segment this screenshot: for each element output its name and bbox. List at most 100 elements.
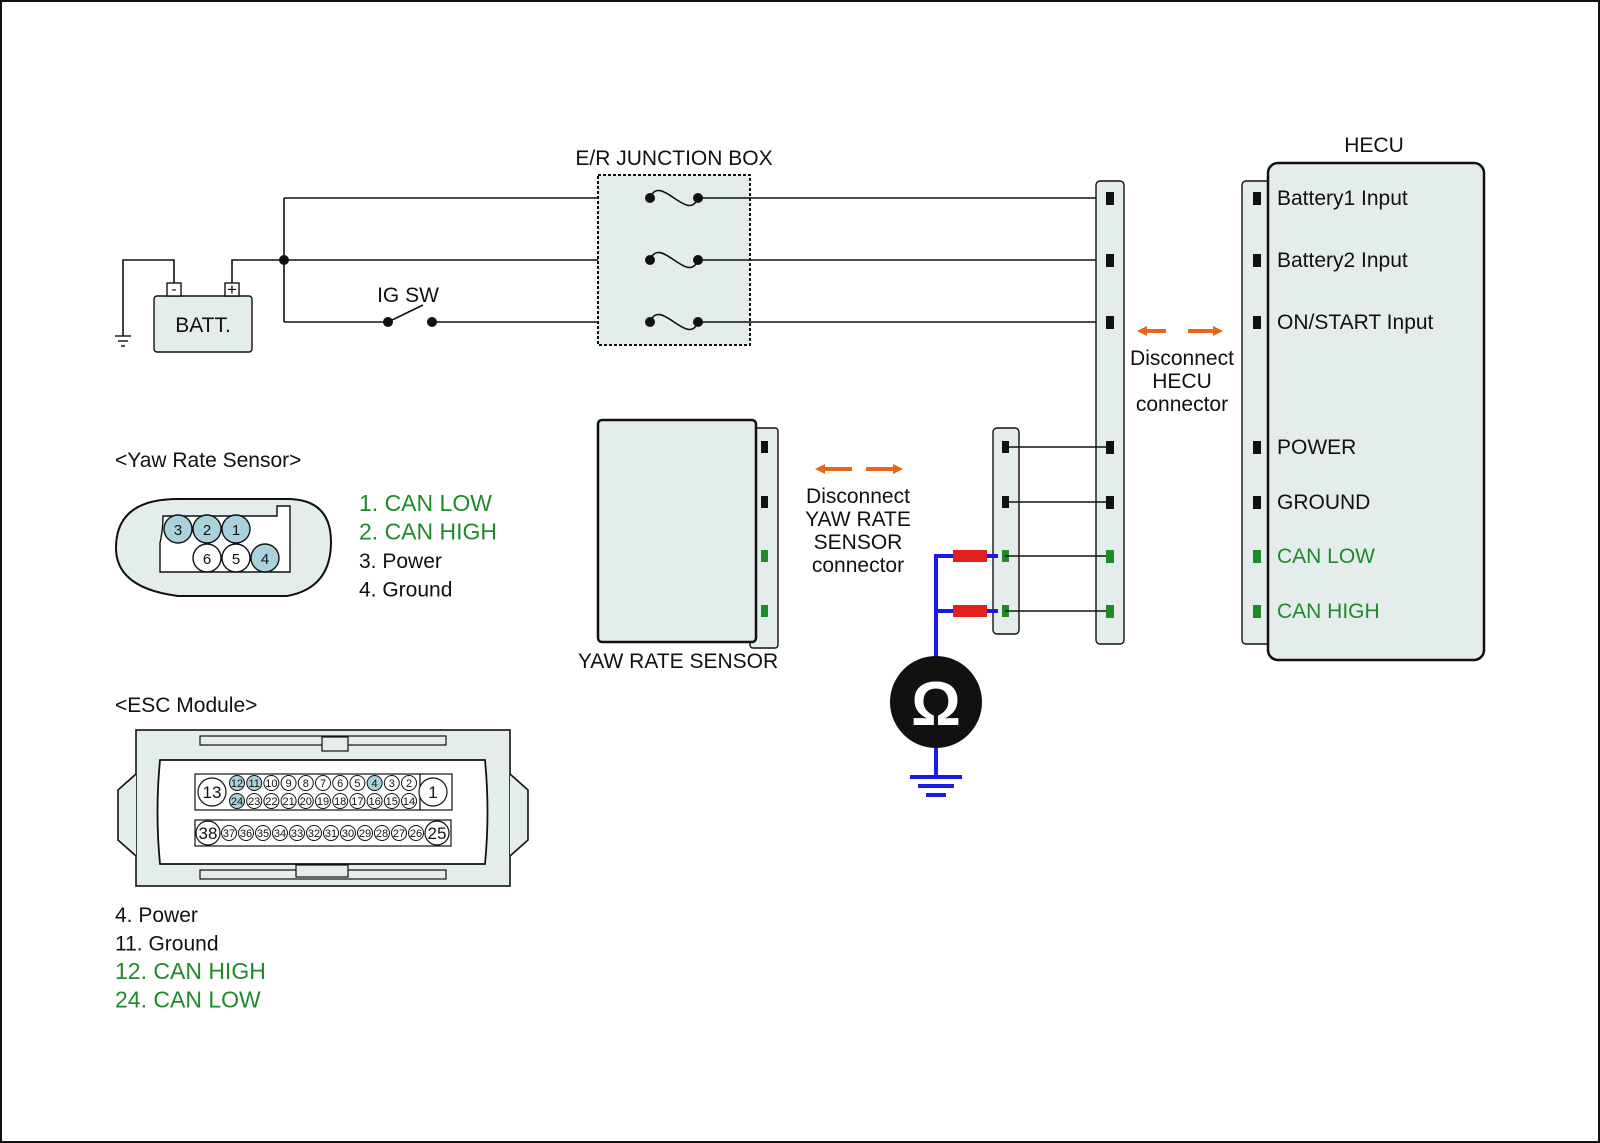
esc-legend-item: 4. Power: [115, 904, 198, 927]
esc-pin: [357, 825, 373, 841]
esc-pin-number: 15: [386, 796, 398, 808]
esc-connector-title: <ESC Module>: [115, 694, 257, 717]
esc-pin-number: 38: [199, 824, 218, 843]
hecu-pin-label: CAN HIGH: [1277, 600, 1380, 623]
hecu-pin-marker: [1253, 605, 1261, 618]
hecu-pin-label: GROUND: [1277, 491, 1370, 514]
yaw-connector-title: <Yaw Rate Sensor>: [115, 449, 301, 472]
esc-pin: [280, 775, 297, 791]
esc-pin-number: 17: [351, 796, 363, 808]
yaw-rate-sensor-label: YAW RATE SENSOR: [578, 650, 778, 673]
esc-pin: [332, 775, 349, 791]
esc-pin-number: 29: [359, 828, 371, 840]
hecu-pin-label: Battery1 Input: [1277, 187, 1408, 210]
hecu-pin-marker: [1253, 254, 1261, 267]
esc-pin-number: 7: [320, 778, 326, 790]
probe-red-2: [953, 605, 987, 617]
esc-pin-number: 4: [372, 778, 378, 790]
esc-pin: [238, 825, 254, 841]
ohmmeter: Ω: [890, 550, 998, 797]
esc-pin-number: 23: [248, 796, 260, 808]
esc-pin: [332, 793, 349, 809]
esc-pin-number: 31: [325, 828, 337, 840]
yaw-pin: [192, 543, 222, 573]
esc-pin: [366, 793, 383, 809]
yaw-legend-item: 3. Power: [359, 550, 442, 573]
disconnect-yaw-line-3: SENSOR: [814, 531, 903, 554]
hecu-harness-connector: [1095, 180, 1125, 645]
esc-pin-number: 10: [265, 778, 277, 790]
hecu-pin-marker: [1253, 496, 1261, 509]
yaw-pin-number: 4: [261, 551, 269, 568]
yaw-pin: [192, 514, 222, 544]
yaw-pin: [221, 514, 251, 544]
esc-pin-number: 36: [240, 828, 252, 840]
ig-switch: IG SW: [377, 284, 439, 327]
esc-pin-number: 27: [393, 828, 405, 840]
esc-pin: [340, 825, 356, 841]
esc-pin: [221, 825, 237, 841]
yaw-pin-number: 2: [203, 522, 211, 539]
battery-ground-icon: [115, 335, 131, 347]
battery-negative-terminal: -: [172, 281, 177, 298]
esc-pin: [315, 775, 331, 791]
esc-pin-number: 37: [223, 828, 235, 840]
yaw-legend-item: 2. CAN HIGH: [359, 519, 497, 545]
esc-pin-number: 24: [231, 796, 243, 808]
esc-pin: [323, 825, 339, 841]
esc-pin-number: 3: [389, 778, 395, 790]
esc-pin-number: 20: [300, 796, 312, 808]
hecu-pin-label: CAN LOW: [1277, 545, 1375, 568]
esc-pin-number: 25: [428, 824, 447, 843]
yaw-pin: [221, 543, 251, 573]
esc-legend-item: 11. Ground: [115, 933, 219, 956]
disconnect-yaw-annotation: Disconnect YAW RATE SENSOR connector: [805, 464, 911, 577]
disconnect-hecu-line-1: Disconnect: [1130, 347, 1234, 370]
esc-pin: [195, 820, 221, 846]
ohm-meter-icon: Ω: [911, 670, 961, 739]
esc-pin-number: 14: [403, 796, 415, 808]
yaw-pin-number: 5: [232, 551, 240, 568]
hecu-pin-marker: [1253, 550, 1261, 563]
esc-pin: [349, 775, 366, 791]
esc-pin: [391, 825, 407, 841]
esc-pin: [401, 793, 417, 809]
ig-switch-label: IG SW: [377, 284, 439, 307]
yaw-pin: [250, 543, 280, 573]
esc-pin-number: 33: [291, 828, 303, 840]
esc-pin-number: 5: [354, 778, 360, 790]
esc-pin: [246, 793, 263, 809]
esc-pin-number: 28: [376, 828, 388, 840]
battery: BATT. - +: [153, 280, 253, 353]
esc-pin: [263, 793, 280, 809]
esc-pin: [280, 793, 297, 809]
disconnect-yaw-line-4: connector: [812, 554, 904, 577]
esc-pin-number: 8: [303, 778, 309, 790]
esc-pin: [255, 825, 271, 841]
esc-pin: [349, 793, 366, 809]
esc-pin: [297, 775, 314, 791]
esc-pin: [229, 793, 245, 809]
disconnect-hecu-annotation: Disconnect HECU connector: [1130, 326, 1234, 416]
junction-box-label: E/R JUNCTION BOX: [575, 147, 772, 170]
meter-ground-icon: [910, 775, 962, 797]
esc-pin: [229, 775, 245, 791]
esc-legend-item: 24. CAN LOW: [115, 987, 261, 1013]
yaw-pin: [163, 514, 193, 544]
disconnect-yaw-line-1: Disconnect: [806, 485, 910, 508]
esc-pin-number: 19: [317, 796, 329, 808]
hecu-module: HECU: [1241, 134, 1486, 662]
esc-legend-item: 12. CAN HIGH: [115, 958, 266, 984]
esc-pin-number: 12: [231, 778, 243, 790]
esc-pin: [383, 775, 400, 791]
junction-box: E/R JUNCTION BOX: [575, 147, 773, 346]
yaw-pin-number: 6: [203, 551, 211, 568]
disconnect-hecu-line-3: connector: [1136, 393, 1228, 416]
esc-pin: [246, 775, 263, 791]
esc-pin-number: 9: [286, 778, 292, 790]
